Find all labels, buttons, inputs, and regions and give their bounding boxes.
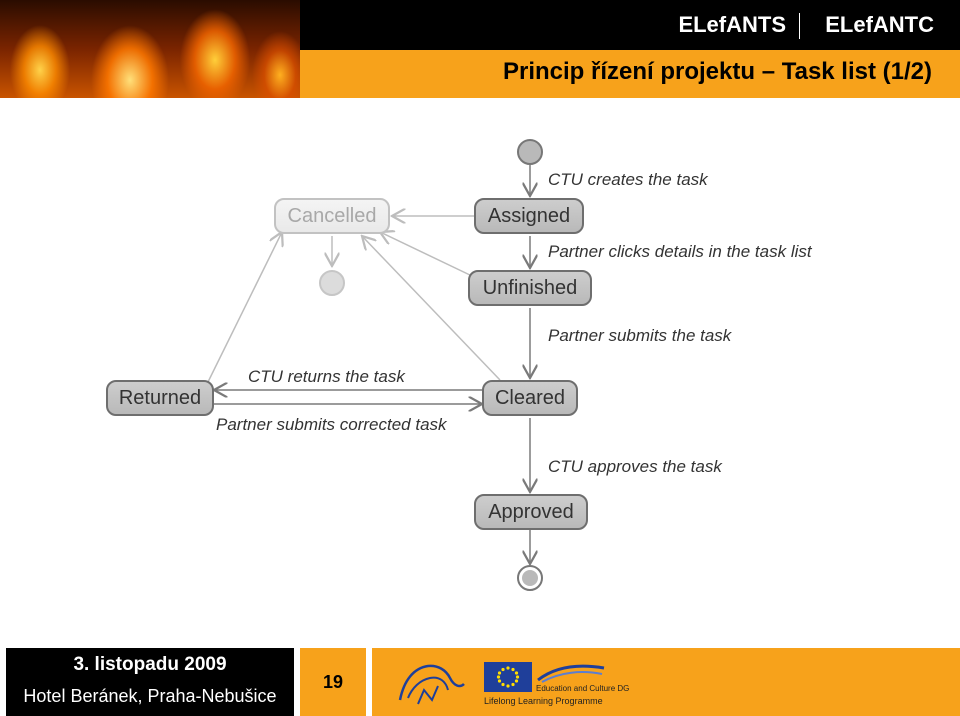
label-ctu-returns: CTU returns the task: [248, 367, 405, 386]
title-bar: Princip řízení projektu – Task list (1/2…: [300, 50, 960, 98]
ctu-lion-logo-icon: [398, 664, 465, 705]
eu-dg-text: Education and Culture DG: [536, 684, 630, 693]
state-diagram: Cancelled Assigned Unfinished Returned C…: [0, 100, 960, 640]
eu-programme-text: Lifelong Learning Programme: [484, 696, 603, 706]
label-ctu-approves: CTU approves the task: [548, 457, 722, 476]
brand-elefants: ELefANTS: [678, 12, 786, 37]
llp-swoosh-icon: [537, 664, 605, 683]
state-unfinished: Unfinished: [468, 270, 592, 306]
eu-flag-icon: [484, 662, 532, 692]
initial-node: [517, 139, 543, 165]
brand-divider: [799, 13, 800, 39]
cancelled-final-node: [319, 270, 345, 296]
fire-banner-image: [0, 0, 300, 98]
label-ctu-creates: CTU creates the task: [548, 170, 708, 189]
state-assigned: Assigned: [474, 198, 584, 234]
footer-location: Hotel Beránek, Praha-Nebušice: [23, 686, 277, 706]
diagram-connectors: [207, 139, 543, 591]
header: ELefANTS ELefANTC Princip řízení projekt…: [0, 0, 960, 98]
label-partner-clicks: Partner clicks details in the task list: [548, 242, 812, 261]
top-bar: ELefANTS ELefANTC: [300, 0, 960, 50]
page-number: 19: [300, 648, 366, 716]
final-node-inner: [522, 570, 538, 586]
footer-date-panel: 3. listopadu 2009 Hotel Beránek, Praha-N…: [6, 648, 294, 716]
footer: 3. listopadu 2009 Hotel Beránek, Praha-N…: [0, 648, 960, 716]
brand-elefantc: ELefANTC: [825, 12, 934, 37]
state-returned: Returned: [106, 380, 214, 416]
slide-title: Princip řízení projektu – Task list (1/2…: [502, 58, 932, 85]
edge-cleared-cancelled: [362, 236, 501, 381]
edge-unfinished-cancelled: [380, 232, 473, 277]
label-partner-submits-corrected: Partner submits corrected task: [216, 415, 447, 434]
label-partner-submits: Partner submits the task: [548, 326, 732, 345]
edge-returned-cancelled: [207, 232, 282, 383]
state-cleared: Cleared: [482, 380, 578, 416]
state-approved: Approved: [474, 494, 588, 530]
footer-date: 3. listopadu 2009: [73, 654, 227, 675]
footer-logos: Education and Culture DG Lifelong Learni…: [372, 648, 960, 716]
state-cancelled: Cancelled: [274, 198, 390, 234]
